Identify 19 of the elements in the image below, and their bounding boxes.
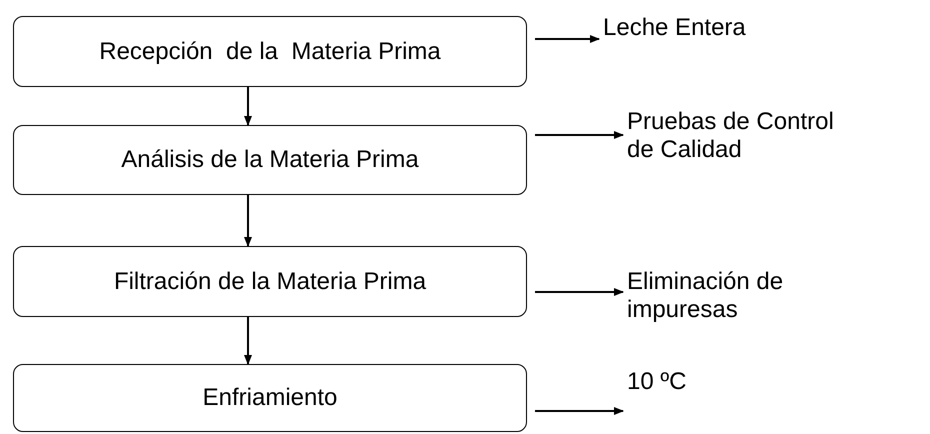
process-label: Filtración de la Materia Prima: [114, 268, 426, 296]
arrow: [535, 407, 624, 415]
process-label: Recepción de la Materia Prima: [99, 38, 441, 66]
arrow: [535, 131, 624, 139]
process-box: [13, 16, 527, 87]
arrow: [244, 195, 252, 247]
arrow: [535, 35, 600, 43]
output-note: Pruebas de Control de Calidad: [627, 108, 835, 163]
output-note: Eliminación de impuresas: [627, 268, 784, 323]
process-label: Análisis de la Materia Prima: [121, 146, 419, 174]
arrow: [244, 87, 252, 126]
output-note: Leche Entera: [603, 14, 746, 41]
arrow: [244, 317, 252, 365]
output-note: 10 ºC: [627, 368, 686, 395]
process-box: [13, 364, 527, 432]
process-box: [13, 246, 527, 317]
process-label: Enfriamiento: [202, 384, 338, 412]
process-box: [13, 125, 527, 195]
arrow: [535, 288, 624, 296]
